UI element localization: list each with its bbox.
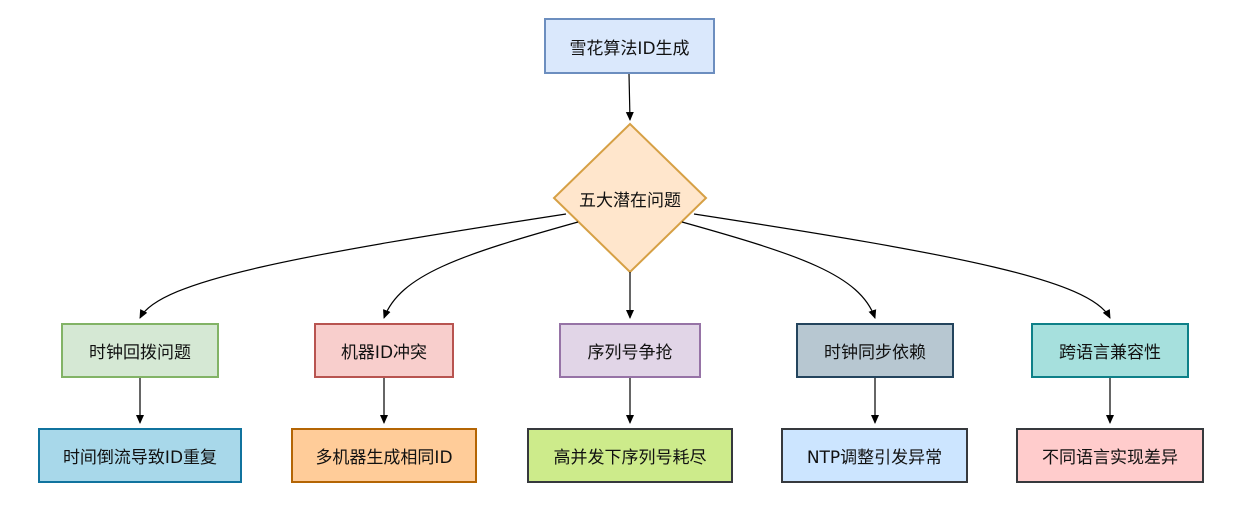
effect-node-language-implementation-diff[interactable]: 不同语言实现差异 (1016, 428, 1204, 483)
effect-node-ntp-adjustment-anomaly[interactable]: NTP调整引发异常 (781, 428, 968, 483)
effect-node-label: 高并发下序列号耗尽 (553, 448, 707, 468)
edge-decision-to-problem-2 (383, 221, 579, 319)
edge-decision-to-problem-1 (139, 213, 567, 319)
problem-node-label: 序列号争抢 (587, 343, 673, 363)
effect-node-sequence-exhausted[interactable]: 高并发下序列号耗尽 (527, 428, 733, 483)
root-node[interactable]: 雪花算法ID生成 (544, 18, 715, 74)
edge-decision-to-problem-4 (681, 221, 877, 319)
effect-node-label: 多机器生成相同ID (315, 448, 453, 468)
effect-node-label: 时间倒流导致ID重复 (62, 448, 218, 468)
effect-node-time-reversal-duplicate-id[interactable]: 时间倒流导致ID重复 (38, 428, 242, 483)
problem-node-label: 时钟同步依赖 (824, 343, 926, 363)
effect-node-same-id-multi-machine[interactable]: 多机器生成相同ID (291, 428, 477, 483)
problem-node-label: 跨语言兼容性 (1059, 343, 1161, 363)
problem-node-machine-id-conflict[interactable]: 机器ID冲突 (314, 323, 454, 378)
edge-decision-to-problem-5 (693, 213, 1111, 319)
problem-node-sequence-contention[interactable]: 序列号争抢 (559, 323, 701, 378)
decision-node-label: 五大潜在问题 (579, 190, 681, 211)
effect-node-label: NTP调整引发异常 (806, 448, 943, 468)
problem-node-clock-rollback[interactable]: 时钟回拨问题 (61, 323, 219, 378)
problem-node-label: 机器ID冲突 (340, 343, 428, 363)
problem-node-clock-sync-dependency[interactable]: 时钟同步依赖 (796, 323, 954, 378)
problem-node-cross-language-compat[interactable]: 跨语言兼容性 (1031, 323, 1189, 378)
effect-node-label: 不同语言实现差异 (1042, 448, 1178, 468)
root-node-label: 雪花算法ID生成 (569, 38, 690, 59)
edge-root-to-decision (625, 73, 634, 121)
problem-node-label: 时钟回拨问题 (89, 343, 191, 363)
